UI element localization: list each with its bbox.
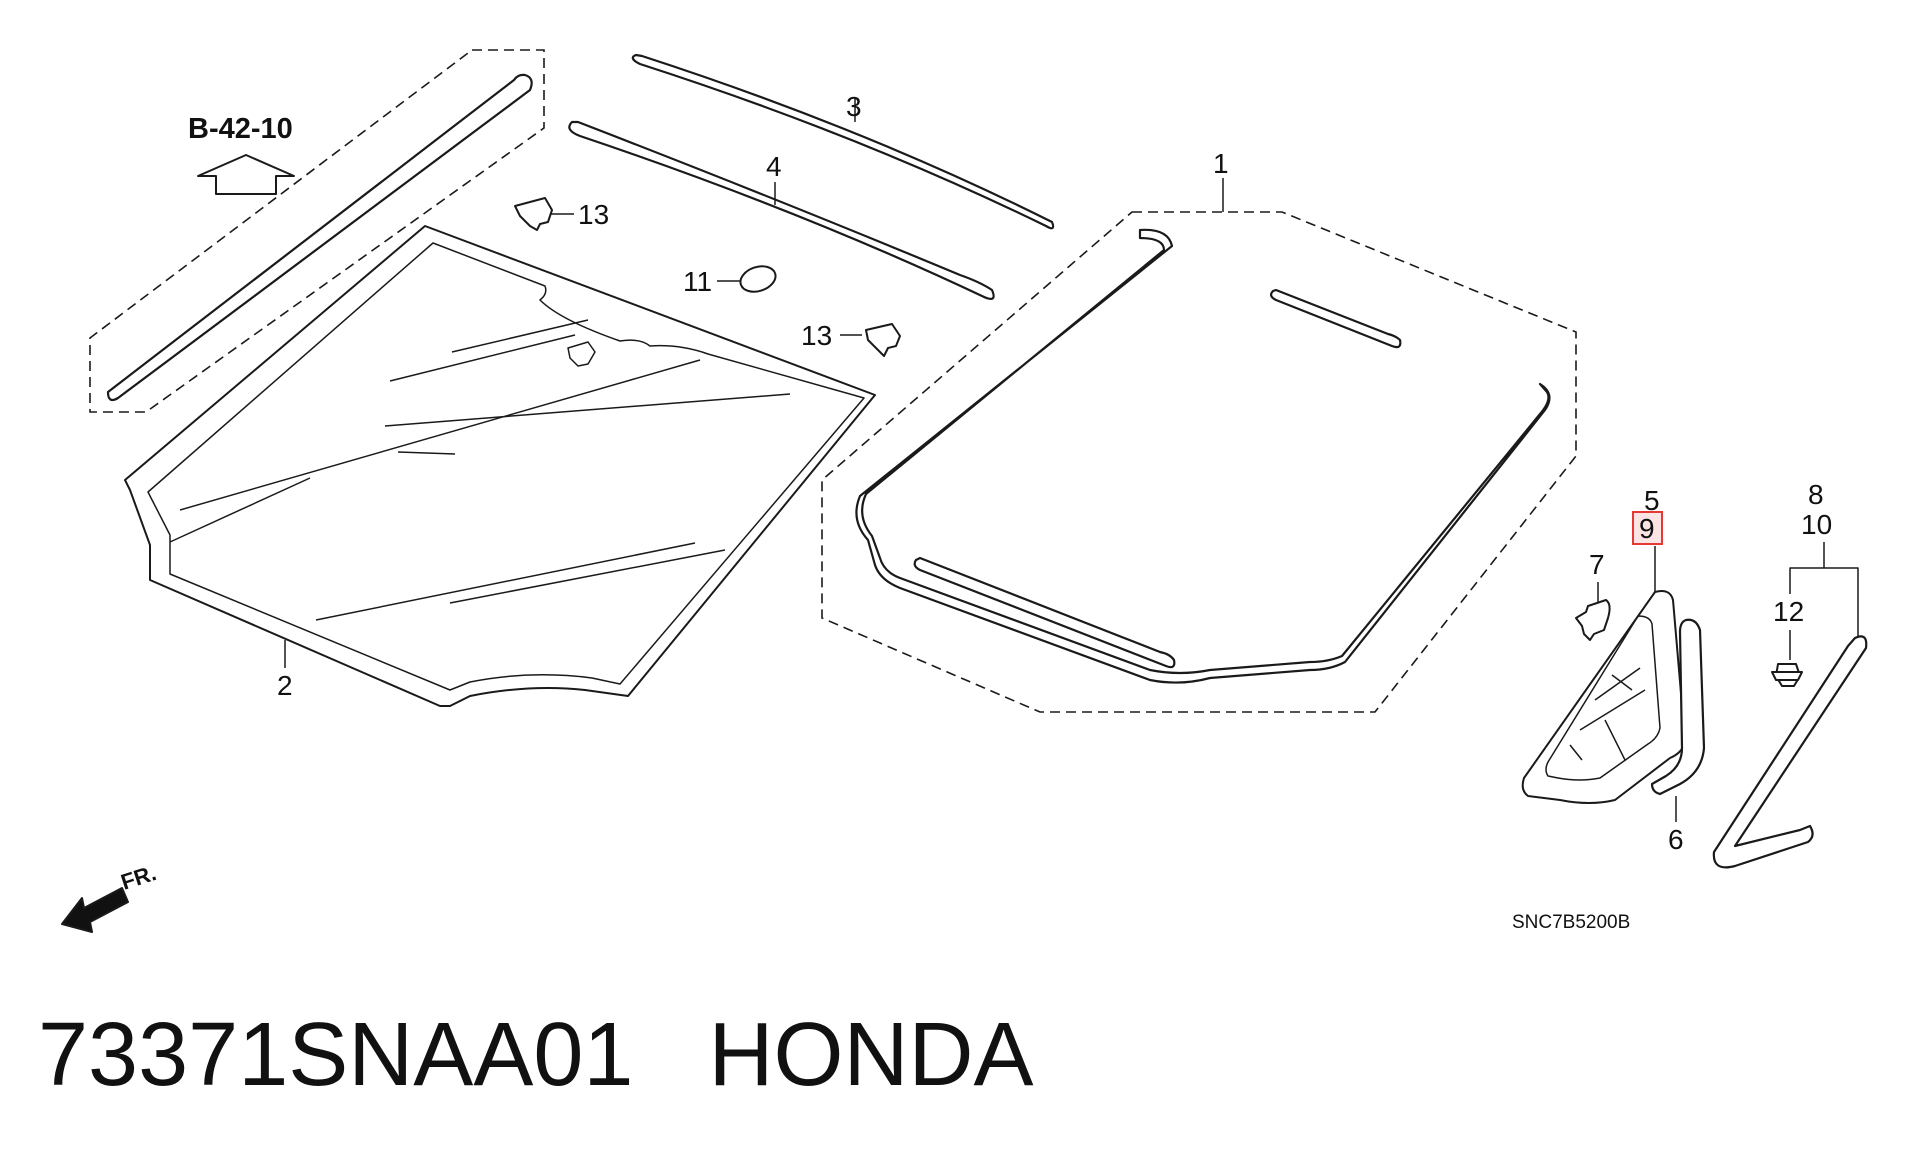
- brand-name: HONDA: [708, 1005, 1034, 1105]
- callout-4[interactable]: 4: [766, 151, 782, 182]
- clip-13-top-shape[interactable]: [514, 197, 553, 231]
- front-label: FR.: [118, 860, 159, 895]
- reference-up-arrow: [197, 154, 295, 195]
- molding-6-strip[interactable]: [1650, 618, 1706, 796]
- front-arrow-icon: [61, 887, 129, 933]
- callout-10[interactable]: 10: [1801, 509, 1832, 540]
- callout-1[interactable]: 1: [1213, 148, 1229, 179]
- leader-8-10-bracket: [1789, 567, 1859, 640]
- side-molding-strip[interactable]: [106, 73, 533, 402]
- front-direction-indicator: FR.: [61, 860, 159, 933]
- callout-13-top[interactable]: 13: [578, 199, 609, 230]
- callout-5[interactable]: 5: [1644, 485, 1660, 516]
- roof-molding-strip-3[interactable]: [631, 53, 1055, 230]
- glass-sensor-mount: [567, 341, 596, 367]
- dam-strip-4[interactable]: [568, 120, 995, 300]
- glass-inner-edge: [147, 242, 865, 691]
- part-4-molding: 4: [568, 120, 995, 300]
- callout-6[interactable]: 6: [1668, 824, 1684, 855]
- windshield-glass-2: 2: [124, 225, 876, 707]
- molding-8-10-group: 8 10 12: [1712, 479, 1868, 869]
- reference-label[interactable]: B-42-10: [188, 113, 293, 145]
- glass-outer-edge[interactable]: [124, 225, 876, 707]
- part-3-molding: 3: [631, 53, 1055, 230]
- dashed-outline-1: [821, 211, 1577, 713]
- callout-3[interactable]: 3: [846, 91, 862, 122]
- callout-11[interactable]: 11: [683, 266, 712, 297]
- part-number: 73371SNAA01: [38, 1005, 634, 1105]
- quarter-glass-details: [1569, 667, 1646, 761]
- part-caption: 73371SNAA01 HONDA: [38, 1010, 1034, 1100]
- callout-8[interactable]: 8: [1808, 479, 1824, 510]
- callout-9[interactable]: 9: [1639, 513, 1655, 544]
- clip-7-group: 7: [1575, 549, 1611, 641]
- clip-13-top: 13: [514, 197, 609, 231]
- reference-group: B-42-10: [188, 113, 295, 195]
- gasket-assembly-1: 1: [821, 148, 1577, 713]
- part-11-cap[interactable]: [737, 262, 779, 296]
- molding-6-group: 6: [1650, 618, 1706, 855]
- callout-9-highlight: [1632, 511, 1663, 545]
- quarter-glass-5-9: 5 9: [1521, 485, 1686, 804]
- dashed-outline-left: [89, 49, 545, 413]
- quarter-glass-panel[interactable]: [1521, 590, 1686, 804]
- gasket-bottom-strip[interactable]: [913, 556, 1176, 669]
- clip-13-mid: 13: [801, 320, 901, 357]
- clip-13-mid-shape[interactable]: [865, 323, 901, 357]
- diagram-code: SNC7B5200B: [1512, 912, 1630, 933]
- callout-2[interactable]: 2: [277, 670, 293, 701]
- callout-13-mid[interactable]: 13: [801, 320, 832, 351]
- callout-7[interactable]: 7: [1589, 549, 1605, 580]
- gasket-top-strip[interactable]: [1269, 288, 1402, 349]
- quarter-glass-inner: [1545, 615, 1661, 781]
- part-11-group: 11: [683, 262, 779, 297]
- molding-8-10-strip[interactable]: [1712, 635, 1868, 869]
- gasket-outer-seal[interactable]: [855, 228, 1551, 684]
- callout-12[interactable]: 12: [1773, 596, 1804, 627]
- glass-reflection-lines: [169, 319, 791, 621]
- molding-assembly-left: [89, 49, 545, 413]
- clip-12-base: [1771, 671, 1803, 681]
- clip-7-shape[interactable]: [1575, 599, 1611, 641]
